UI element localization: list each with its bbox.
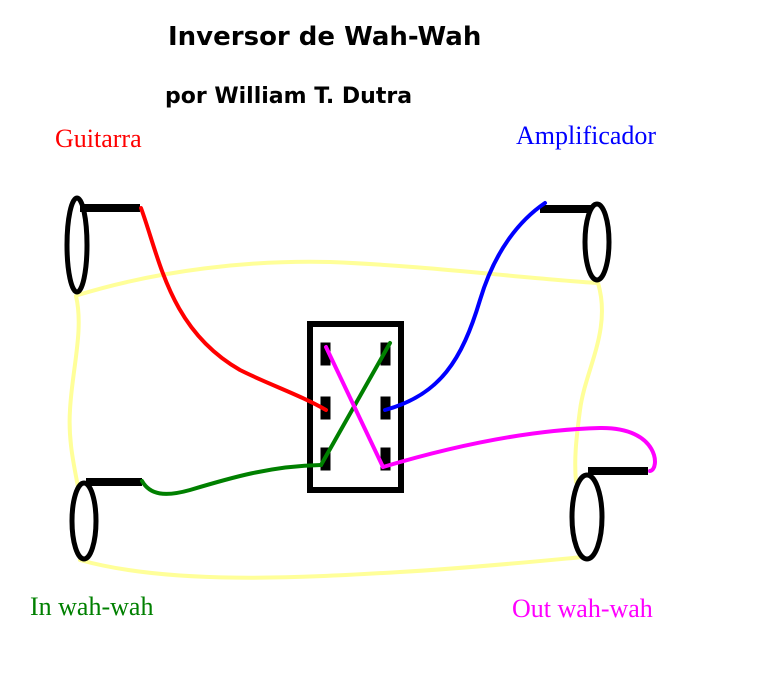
ground-wire-left [67, 294, 81, 489]
amplifier-label: Amplificador [516, 121, 657, 150]
out-wah-jack-body [569, 472, 605, 562]
switch-body [307, 321, 404, 493]
in-wah-label: In wah-wah [30, 592, 154, 621]
guitar-jack-body [64, 195, 90, 295]
out-wah-label: Out wah-wah [512, 594, 653, 623]
in-wah-cross-wire [319, 341, 392, 467]
guitar-wire [139, 206, 328, 412]
in-wah-jack [69, 478, 142, 562]
out-wah-cross-wire [324, 345, 385, 469]
guitar-label: Guitarra [55, 124, 142, 153]
in-wah-jack-body [69, 480, 99, 562]
page-title: Inversor de Wah-Wah [168, 22, 482, 52]
in-wah-wire [140, 463, 323, 496]
amplifier-jack-body [582, 201, 612, 283]
ground-wire-bottom [78, 555, 585, 580]
amplifier-jack [540, 201, 612, 283]
page-subtitle: por William T. Dutra [165, 84, 413, 109]
amplifier-wire [383, 201, 547, 412]
ground-wire-top [76, 259, 600, 297]
guitar-jack [64, 195, 140, 295]
out-wah-wire [381, 425, 657, 473]
ground-wires [67, 259, 604, 580]
out-wah-jack [569, 467, 648, 562]
ground-wire-right [573, 281, 604, 484]
